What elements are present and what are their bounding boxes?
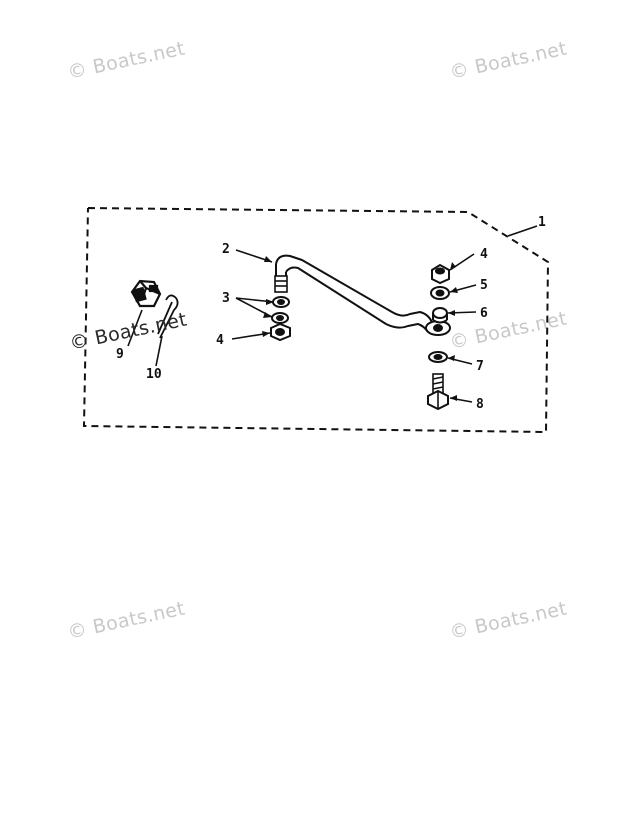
nut-4-right xyxy=(431,263,450,285)
callout-9: 9 xyxy=(116,347,124,362)
callout-8: 8 xyxy=(476,397,484,412)
callout-2: 2 xyxy=(222,242,230,257)
leader-lines xyxy=(127,225,538,403)
leader-arrowheads xyxy=(262,256,458,401)
callout-3: 3 xyxy=(222,291,230,306)
cotter-pin-10 xyxy=(157,294,179,339)
callout-10: 10 xyxy=(146,367,162,382)
link-rod xyxy=(275,254,451,336)
kit-boundary xyxy=(82,207,550,434)
callout-7: 7 xyxy=(476,359,484,374)
bolt-8 xyxy=(427,373,449,411)
nut-4-left xyxy=(270,322,291,342)
washer-7 xyxy=(428,351,448,363)
nut-9 xyxy=(130,279,162,308)
callout-5: 5 xyxy=(480,278,488,293)
collar-6 xyxy=(432,307,448,324)
callout-4-left: 4 xyxy=(216,333,224,348)
callout-4-right: 4 xyxy=(480,247,488,262)
rod-stud xyxy=(274,275,288,293)
callout-1: 1 xyxy=(538,215,546,230)
callout-6: 6 xyxy=(480,306,488,321)
washer-3-lower xyxy=(271,312,289,324)
washer-5 xyxy=(430,286,450,300)
washer-3-upper xyxy=(272,296,290,308)
